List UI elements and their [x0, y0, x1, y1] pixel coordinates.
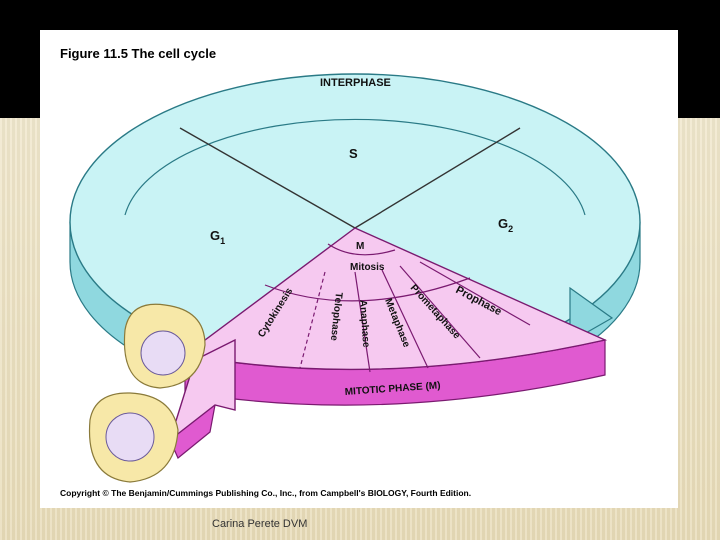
divider-anaphase	[354, 271, 371, 373]
figure-title: Figure 11.5 The cell cycle	[60, 46, 217, 61]
interphase-inner-ring	[124, 118, 586, 216]
label-g2: G2	[498, 216, 513, 234]
nucleus-lower	[105, 412, 155, 462]
copyright-notice: Copyright © The Benjamin/Cummings Publis…	[60, 488, 472, 498]
divider-prophase	[419, 261, 531, 326]
label-interphase: INTERPHASE	[320, 77, 391, 89]
divider-metaphase	[381, 269, 429, 369]
label-g1: G1	[210, 228, 225, 246]
divider-s-g2	[354, 127, 521, 229]
label-anaphase: Anaphase	[357, 299, 371, 348]
label-telophase: Telophase	[328, 292, 344, 342]
divider-g1-s	[179, 127, 356, 229]
label-mitosis: Mitosis	[350, 262, 385, 273]
divider-telophase	[299, 271, 326, 369]
label-s: S	[349, 146, 358, 161]
label-m: M	[356, 241, 364, 252]
mitosis-arc	[264, 277, 471, 302]
divider-prometaphase	[399, 265, 481, 359]
m-inner-arc	[327, 243, 396, 256]
nucleus-upper	[140, 330, 186, 376]
footer-author: Carina Perete DVM	[212, 518, 308, 530]
